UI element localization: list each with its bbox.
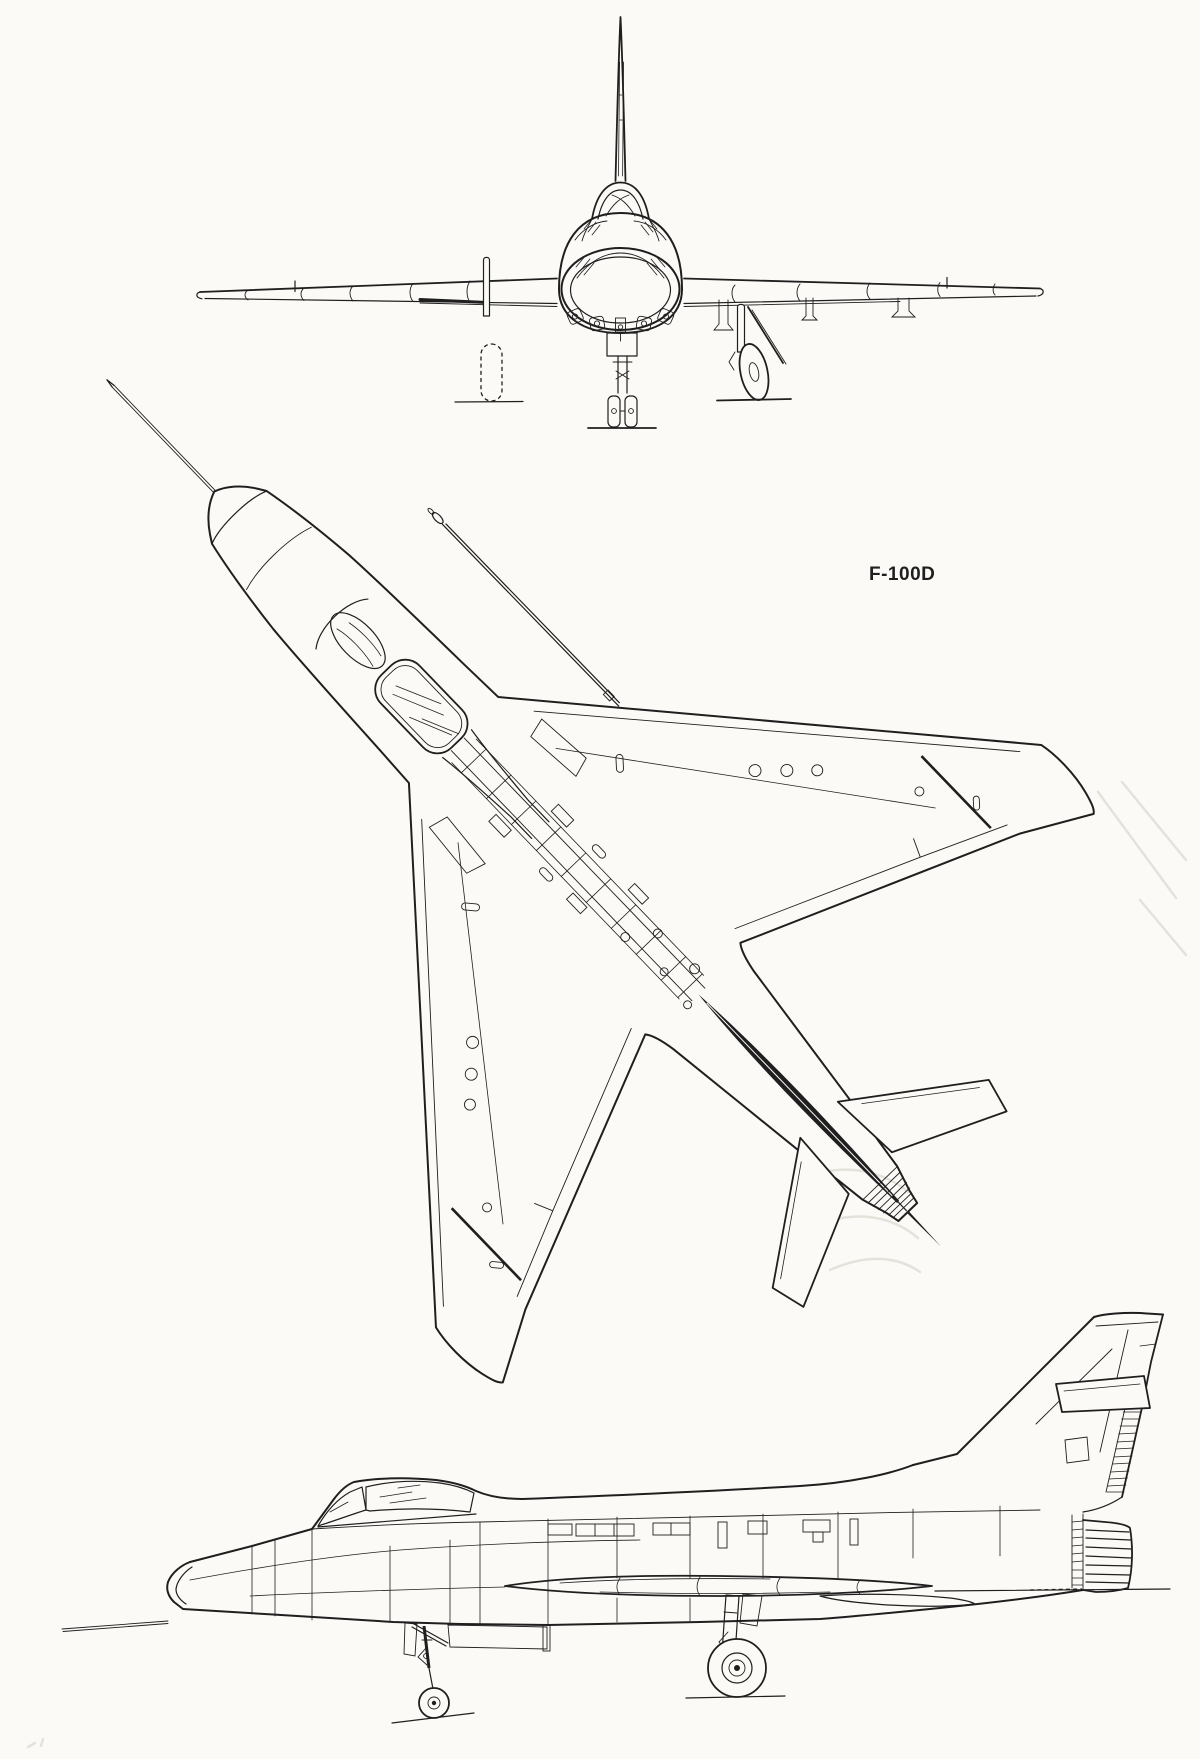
nose-landing-gear-side xyxy=(391,1622,475,1724)
belly-line xyxy=(182,1589,1084,1626)
radome-side xyxy=(166,1561,191,1610)
left-stabilator xyxy=(771,1136,850,1308)
refueling-probe xyxy=(427,507,620,707)
ground-line xyxy=(391,1712,475,1724)
pitot-boom-side xyxy=(61,1620,169,1632)
right-stabilator xyxy=(836,1078,1008,1154)
wing-details xyxy=(530,710,1021,930)
fuselage-spine-panels xyxy=(450,737,706,1010)
canopy-profile xyxy=(311,1477,523,1530)
access-panels xyxy=(447,1518,859,1652)
tail-pitot xyxy=(906,1211,942,1247)
vertical-fin-front xyxy=(614,16,627,182)
spine-line xyxy=(521,1464,914,1500)
main-landing-gear-front xyxy=(716,303,792,402)
drop-tank-dashed xyxy=(454,343,524,403)
nose-landing-gear-front xyxy=(587,332,657,429)
intake-inner-lip xyxy=(569,256,672,324)
drawing-label: F-100D xyxy=(869,564,935,585)
front-view-drawing xyxy=(196,16,1044,429)
right-wing-front xyxy=(683,276,1044,331)
main-landing-gear-side xyxy=(685,1593,786,1699)
ground-line xyxy=(716,398,792,402)
fuselage-panel-lines xyxy=(251,1505,1001,1626)
left-wing-front xyxy=(196,256,558,317)
wing-pylons xyxy=(713,297,917,331)
vertical-fin-edge xyxy=(698,994,908,1212)
afterburner-nozzle-side xyxy=(1071,1513,1133,1593)
canopy-glazing-side xyxy=(317,1480,477,1528)
wing-fence xyxy=(482,256,491,317)
ground-line xyxy=(454,400,524,403)
datum-line xyxy=(934,1588,1171,1592)
fuselage-front xyxy=(558,212,683,342)
side-view-drawing xyxy=(61,1311,1171,1724)
top-view-drawing xyxy=(106,379,1095,1384)
pitot-boom xyxy=(106,379,216,493)
wing-side-profile xyxy=(504,1574,976,1607)
intake-outer-lip xyxy=(560,247,681,331)
vertical-fin-side xyxy=(912,1311,1164,1513)
afterburner-nozzle-top xyxy=(862,1166,915,1219)
canopy-top xyxy=(315,598,550,840)
lower-fuselage-pads xyxy=(566,308,675,342)
ground-line xyxy=(685,1695,786,1699)
